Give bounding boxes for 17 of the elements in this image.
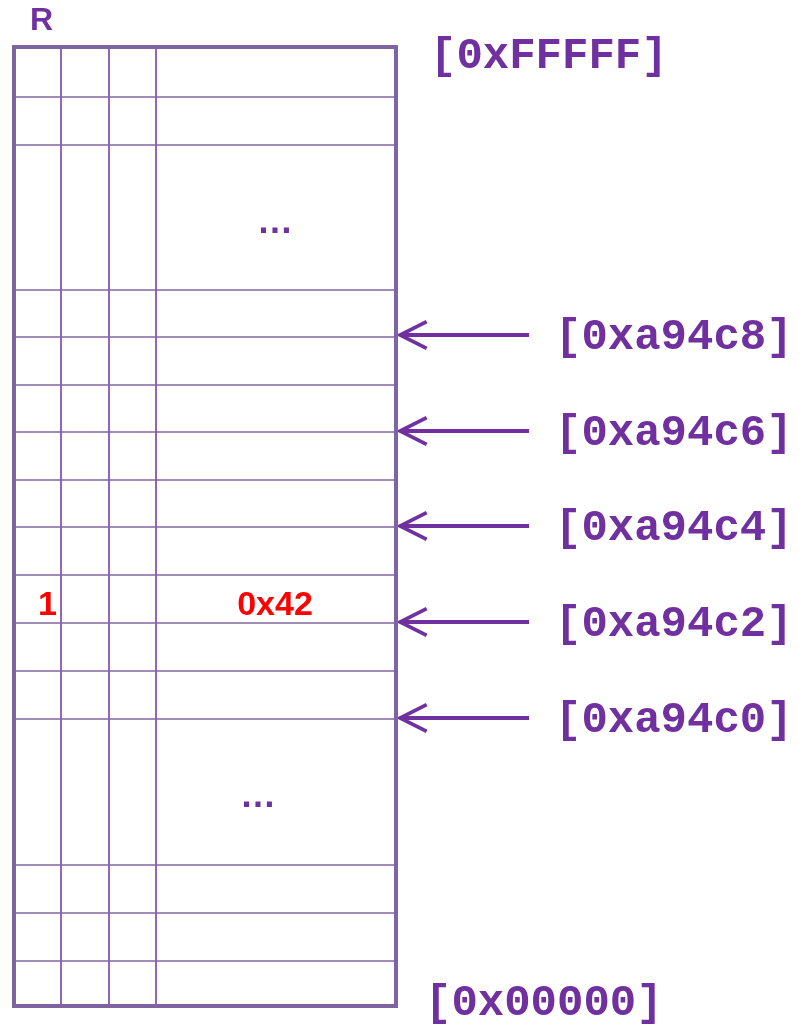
cell-value: 1 (38, 584, 57, 623)
address-label: [0xa94c4] (555, 503, 793, 553)
arrow (398, 606, 529, 638)
arrow (398, 510, 529, 542)
address-label: [0xa94c6] (555, 408, 793, 458)
ellipsis: … (240, 774, 276, 816)
register-name: R (30, 3, 54, 35)
address-label: [0xa94c2] (555, 599, 793, 649)
address-label: [0xa94c0] (555, 695, 793, 745)
arrow (398, 702, 529, 734)
address-label: [0xFFFFF] (430, 31, 668, 81)
arrow (398, 415, 529, 447)
arrow (398, 319, 529, 351)
ellipsis: … (257, 200, 293, 242)
address-label: [0x00000] (425, 978, 663, 1028)
address-label: [0xa94c8] (555, 312, 793, 362)
cell-value: 0x42 (237, 584, 313, 623)
